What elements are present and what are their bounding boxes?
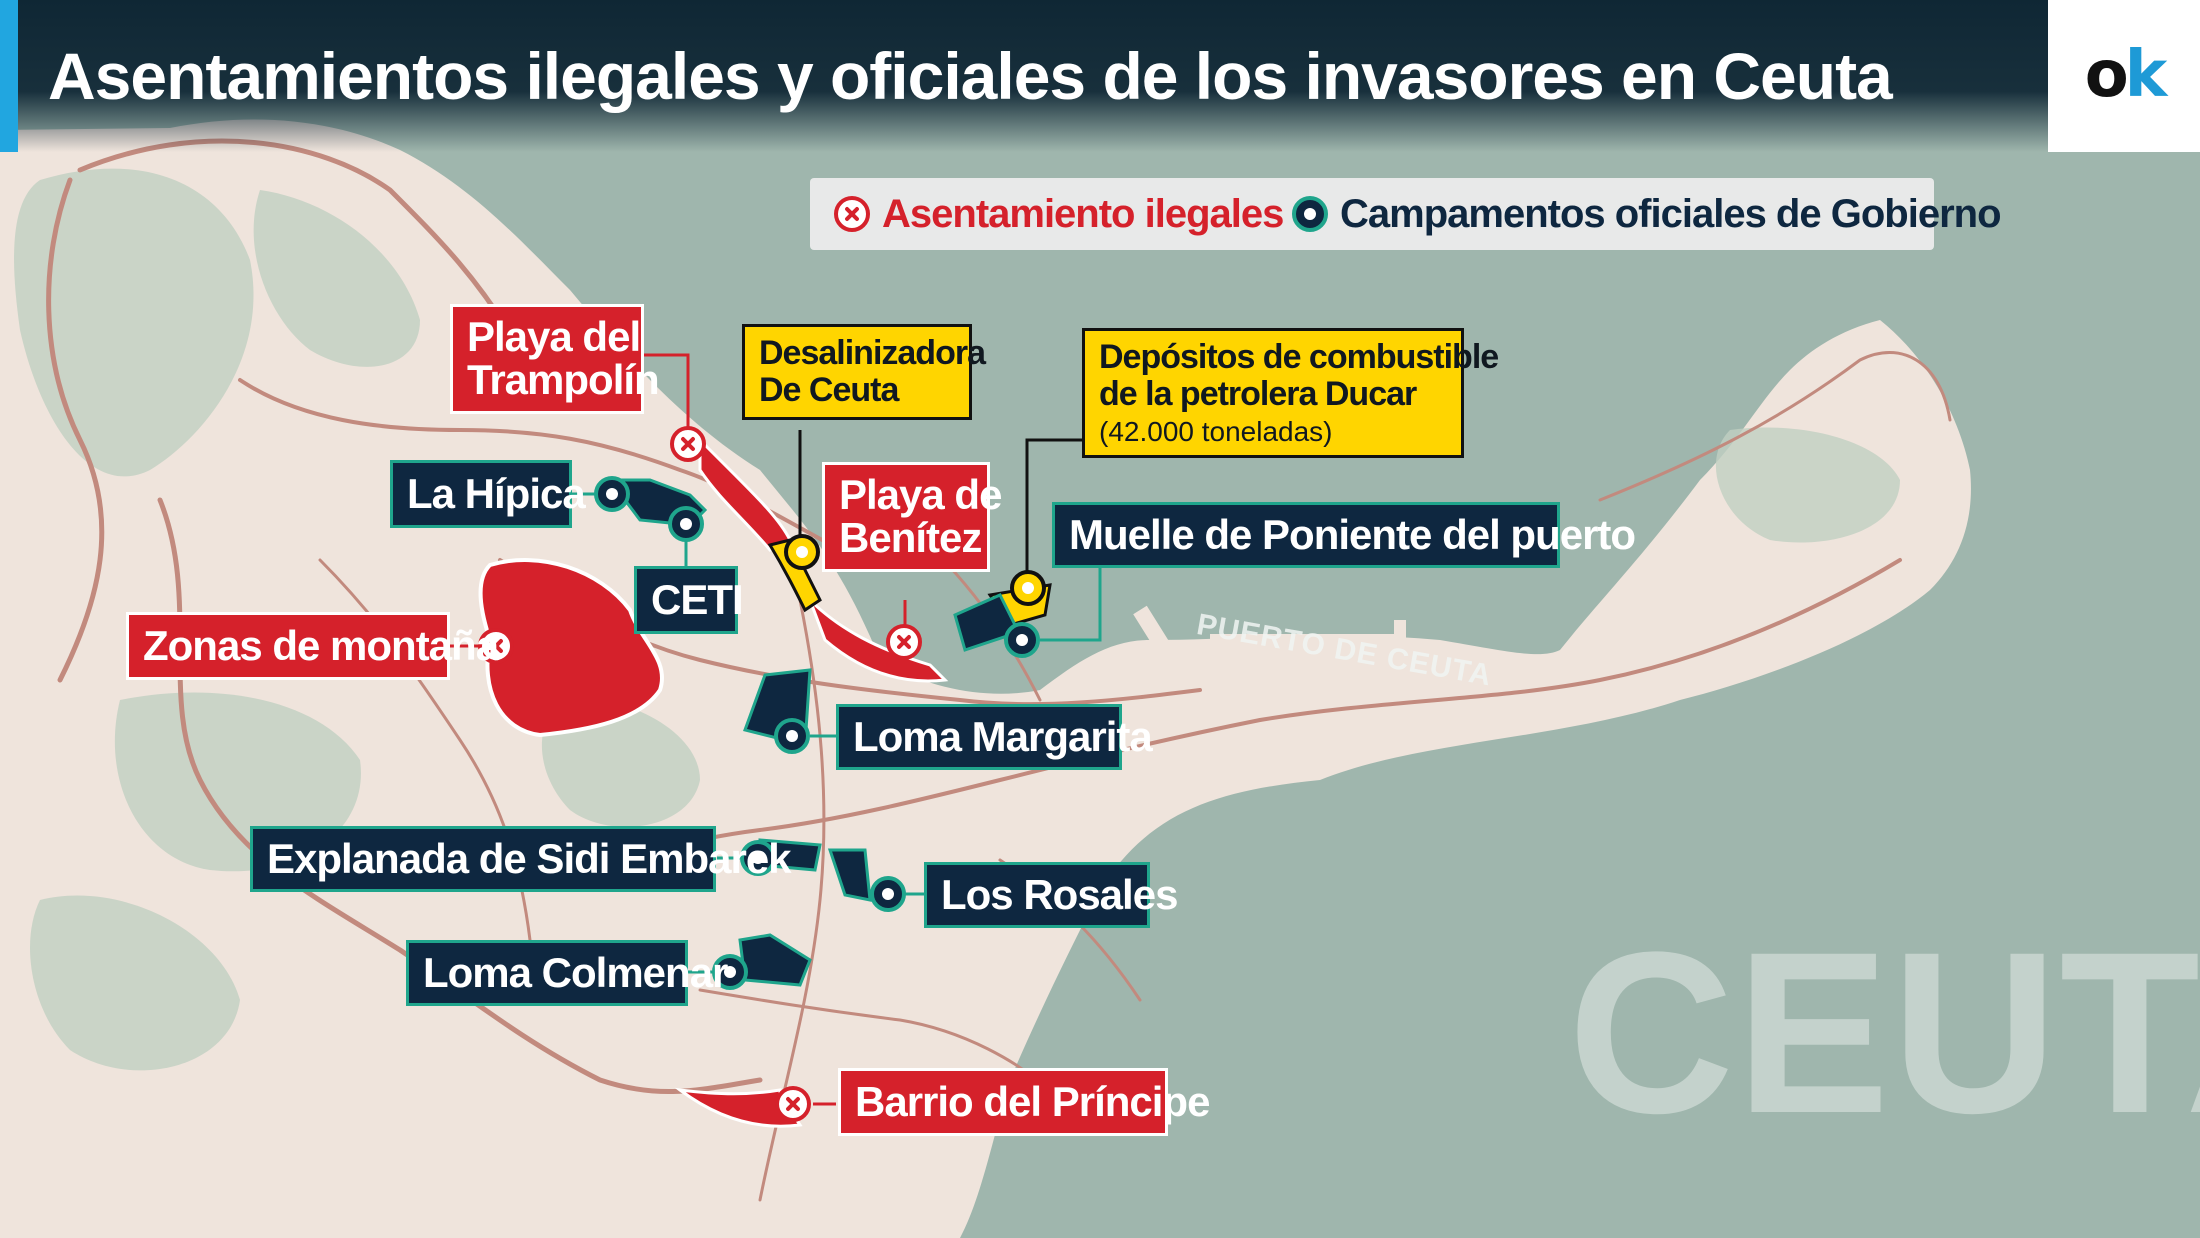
legend-item-official: Campamentos oficiales de Gobierno xyxy=(1292,192,2001,236)
marker-loma-colmenar-icon[interactable] xyxy=(712,954,748,990)
label-barrio-del-principe[interactable]: Barrio del Príncipe xyxy=(838,1068,1210,1136)
marker-los-rosales-icon[interactable] xyxy=(870,876,906,912)
hills-north xyxy=(253,190,420,367)
marker-desalinizadora-icon[interactable] xyxy=(784,534,820,570)
label-playa-del-trampolin[interactable]: Playa del Trampolín xyxy=(450,304,660,414)
label-muelle-de-poniente[interactable]: Muelle de Poniente del puerto xyxy=(1052,502,1636,568)
legend-label-illegal: Asentamiento ilegales xyxy=(882,191,1284,236)
marker-loma-margarita-icon[interactable] xyxy=(774,718,810,754)
label-ceti[interactable]: CETI xyxy=(634,566,744,634)
marker-sidi-embarek-icon[interactable] xyxy=(740,840,776,876)
marker-depositos-ducar-icon[interactable] xyxy=(1010,570,1046,606)
label-desalinizadora[interactable]: Desalinizadora De Ceuta xyxy=(742,324,986,420)
marker-playa-de-benitez-icon[interactable] xyxy=(886,624,922,660)
marker-muelle-de-poniente-icon[interactable] xyxy=(1004,622,1040,658)
label-playa-de-benitez[interactable]: Playa de Benítez xyxy=(822,462,1002,572)
label-los-rosales[interactable]: Los Rosales xyxy=(924,862,1178,928)
port-jetty-1 xyxy=(1133,605,1197,695)
marker-zonas-de-montana-icon[interactable] xyxy=(478,628,514,664)
label-la-hipica[interactable]: La Hípica xyxy=(390,460,586,528)
area-playa-de-benitez xyxy=(808,598,949,683)
title-accent xyxy=(0,0,18,152)
marker-playa-del-trampolin-icon[interactable] xyxy=(670,426,706,462)
hills-west xyxy=(14,168,254,477)
marker-la-hipica-icon[interactable] xyxy=(594,476,630,512)
label-loma-margarita[interactable]: Loma Margarita xyxy=(836,704,1153,770)
page-title: Asentamientos ilegales y oficiales de lo… xyxy=(48,39,1893,113)
marker-ceti-icon[interactable] xyxy=(668,506,704,542)
label-zonas-de-montana[interactable]: Zonas de montaña xyxy=(126,612,499,680)
settlement-areas xyxy=(478,436,1052,1128)
label-loma-colmenar[interactable]: Loma Colmenar xyxy=(406,940,728,1006)
hills-east xyxy=(1715,427,1900,543)
port-jetty-2 xyxy=(1210,620,1406,646)
city-watermark-label: CEUTA xyxy=(1568,904,2200,1161)
label-depositos-ducar[interactable]: Depósitos de combustible de la petrolera… xyxy=(1082,328,1499,458)
label-explanada-de-sidi-embarek[interactable]: Explanada de Sidi Embarek xyxy=(250,826,792,892)
port-jetty-4 xyxy=(1199,666,1341,679)
title-bar: Asentamientos ilegales y oficiales de lo… xyxy=(0,0,2200,152)
brand-logo[interactable]: ok xyxy=(2048,0,2200,152)
ok-logo-icon: ok xyxy=(2084,38,2167,112)
hills-south-2 xyxy=(30,895,240,1071)
area-los-rosales xyxy=(827,848,872,902)
area-playa-del-trampolin xyxy=(698,436,793,552)
map-legend: Asentamiento ilegales Campamentos oficia… xyxy=(810,178,2001,250)
legend-item-illegal: Asentamiento ilegales xyxy=(834,191,1284,236)
legend-label-official: Campamentos oficiales de Gobierno xyxy=(1340,191,2001,236)
label-depositos-ducar-note: (42.000 toneladas) xyxy=(1099,415,1333,447)
x-circle-icon xyxy=(834,196,870,232)
marker-barrio-del-principe-icon[interactable] xyxy=(775,1086,811,1122)
camp-dot-icon xyxy=(1292,196,1328,232)
